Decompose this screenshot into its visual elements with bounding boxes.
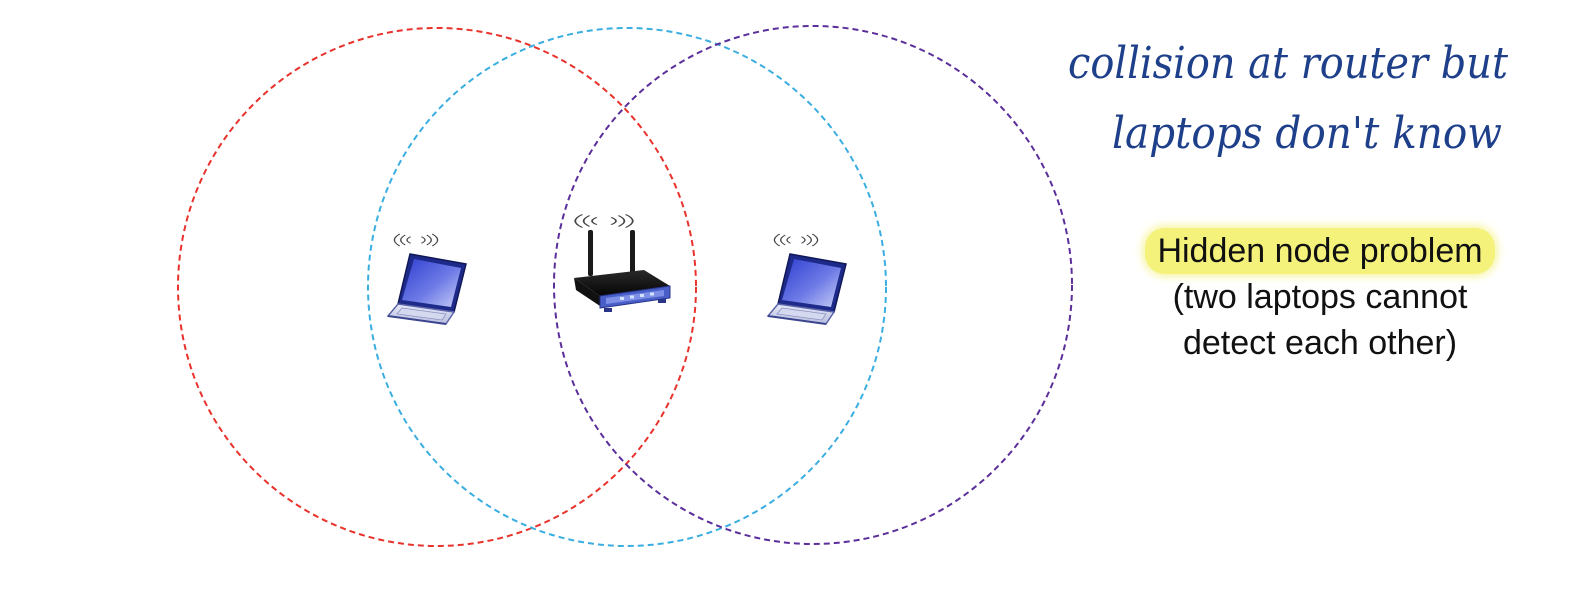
router-wifi-icon <box>574 213 634 229</box>
handwritten-note-line-1: collision at router but <box>1068 38 1508 89</box>
left-laptop-range-circle <box>177 27 697 547</box>
caption-block: Hidden node problem (two laptops cannot … <box>1080 228 1560 366</box>
left-laptop-icon <box>387 253 467 325</box>
right-laptop-wifi-icon <box>773 233 819 247</box>
router-range-circle <box>367 27 887 547</box>
right-laptop-icon <box>767 253 847 325</box>
caption-line-2: detect each other) <box>1182 324 1458 362</box>
caption-title: Hidden node problem <box>1145 228 1495 274</box>
wireless-router-icon <box>574 230 671 312</box>
left-laptop-wifi-icon <box>393 233 439 247</box>
right-laptop-range-circle <box>553 25 1073 545</box>
caption-line-1: (two laptops cannot <box>1172 278 1468 316</box>
handwritten-note-line-2: laptops don't know <box>1112 108 1502 159</box>
